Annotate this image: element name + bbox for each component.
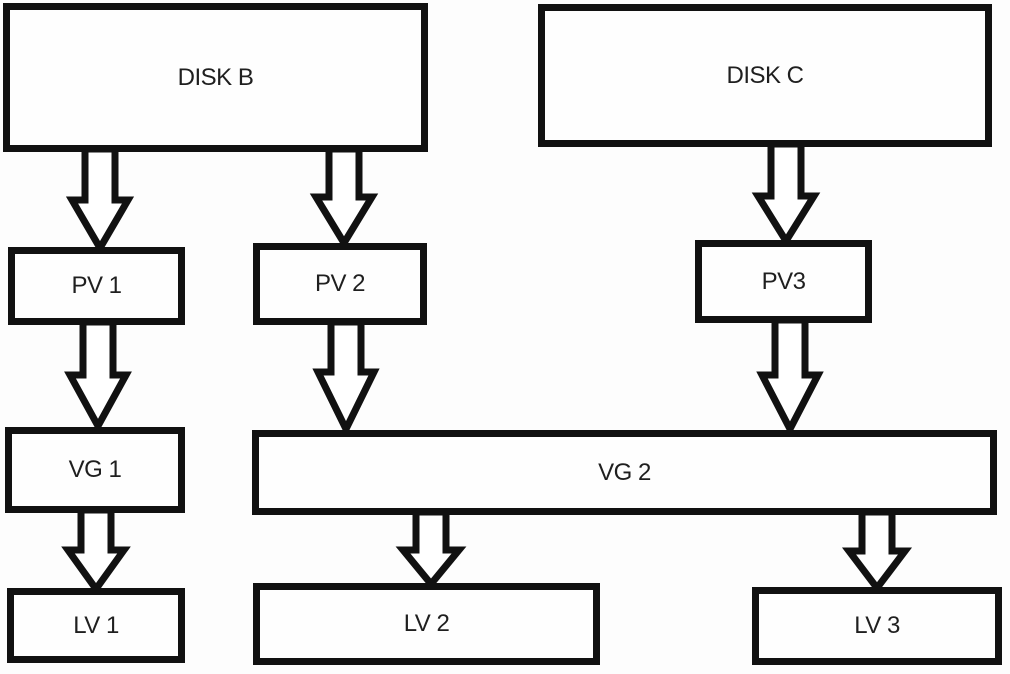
disk-c-box: DISK C — [538, 4, 992, 147]
pv1-box: PV 1 — [8, 247, 185, 325]
pv2-label: PV 2 — [314, 270, 366, 297]
arrow-pv1-to-vg1 — [64, 318, 132, 434]
lv3-label: LV 3 — [854, 612, 900, 639]
arrow-pv2-to-vg2 — [312, 318, 380, 437]
arrow-vg2-to-lv3 — [841, 508, 913, 594]
arrow-disk-b-to-pv1 — [65, 145, 135, 255]
vg1-label: VG 1 — [68, 456, 122, 483]
pv3-label: PV3 — [761, 267, 806, 295]
lv3-box: LV 3 — [752, 587, 1002, 665]
pv3-box: PV3 — [695, 240, 872, 323]
lv2-box: LV 2 — [253, 583, 600, 665]
arrow-pv3-to-vg2 — [756, 316, 824, 437]
disk-b-label: DISK B — [177, 63, 254, 91]
arrow-disk-c-to-pv3 — [751, 140, 821, 248]
vg2-label: VG 2 — [598, 458, 651, 486]
arrow-vg1-to-lv1 — [61, 506, 131, 596]
pv2-box: PV 2 — [253, 243, 427, 325]
arrow-disk-b-to-pv2 — [309, 145, 379, 250]
pv1-label: PV 1 — [71, 272, 122, 299]
vg1-box: VG 1 — [5, 427, 185, 513]
lv2-label: LV 2 — [403, 610, 450, 637]
vg2-box: VG 2 — [252, 430, 997, 515]
lv1-label: LV 1 — [73, 611, 119, 639]
disk-c-label: DISK C — [726, 61, 804, 89]
disk-b-box: DISK B — [3, 3, 428, 152]
arrow-vg2-to-lv2 — [395, 508, 467, 590]
lv1-box: LV 1 — [7, 588, 185, 663]
